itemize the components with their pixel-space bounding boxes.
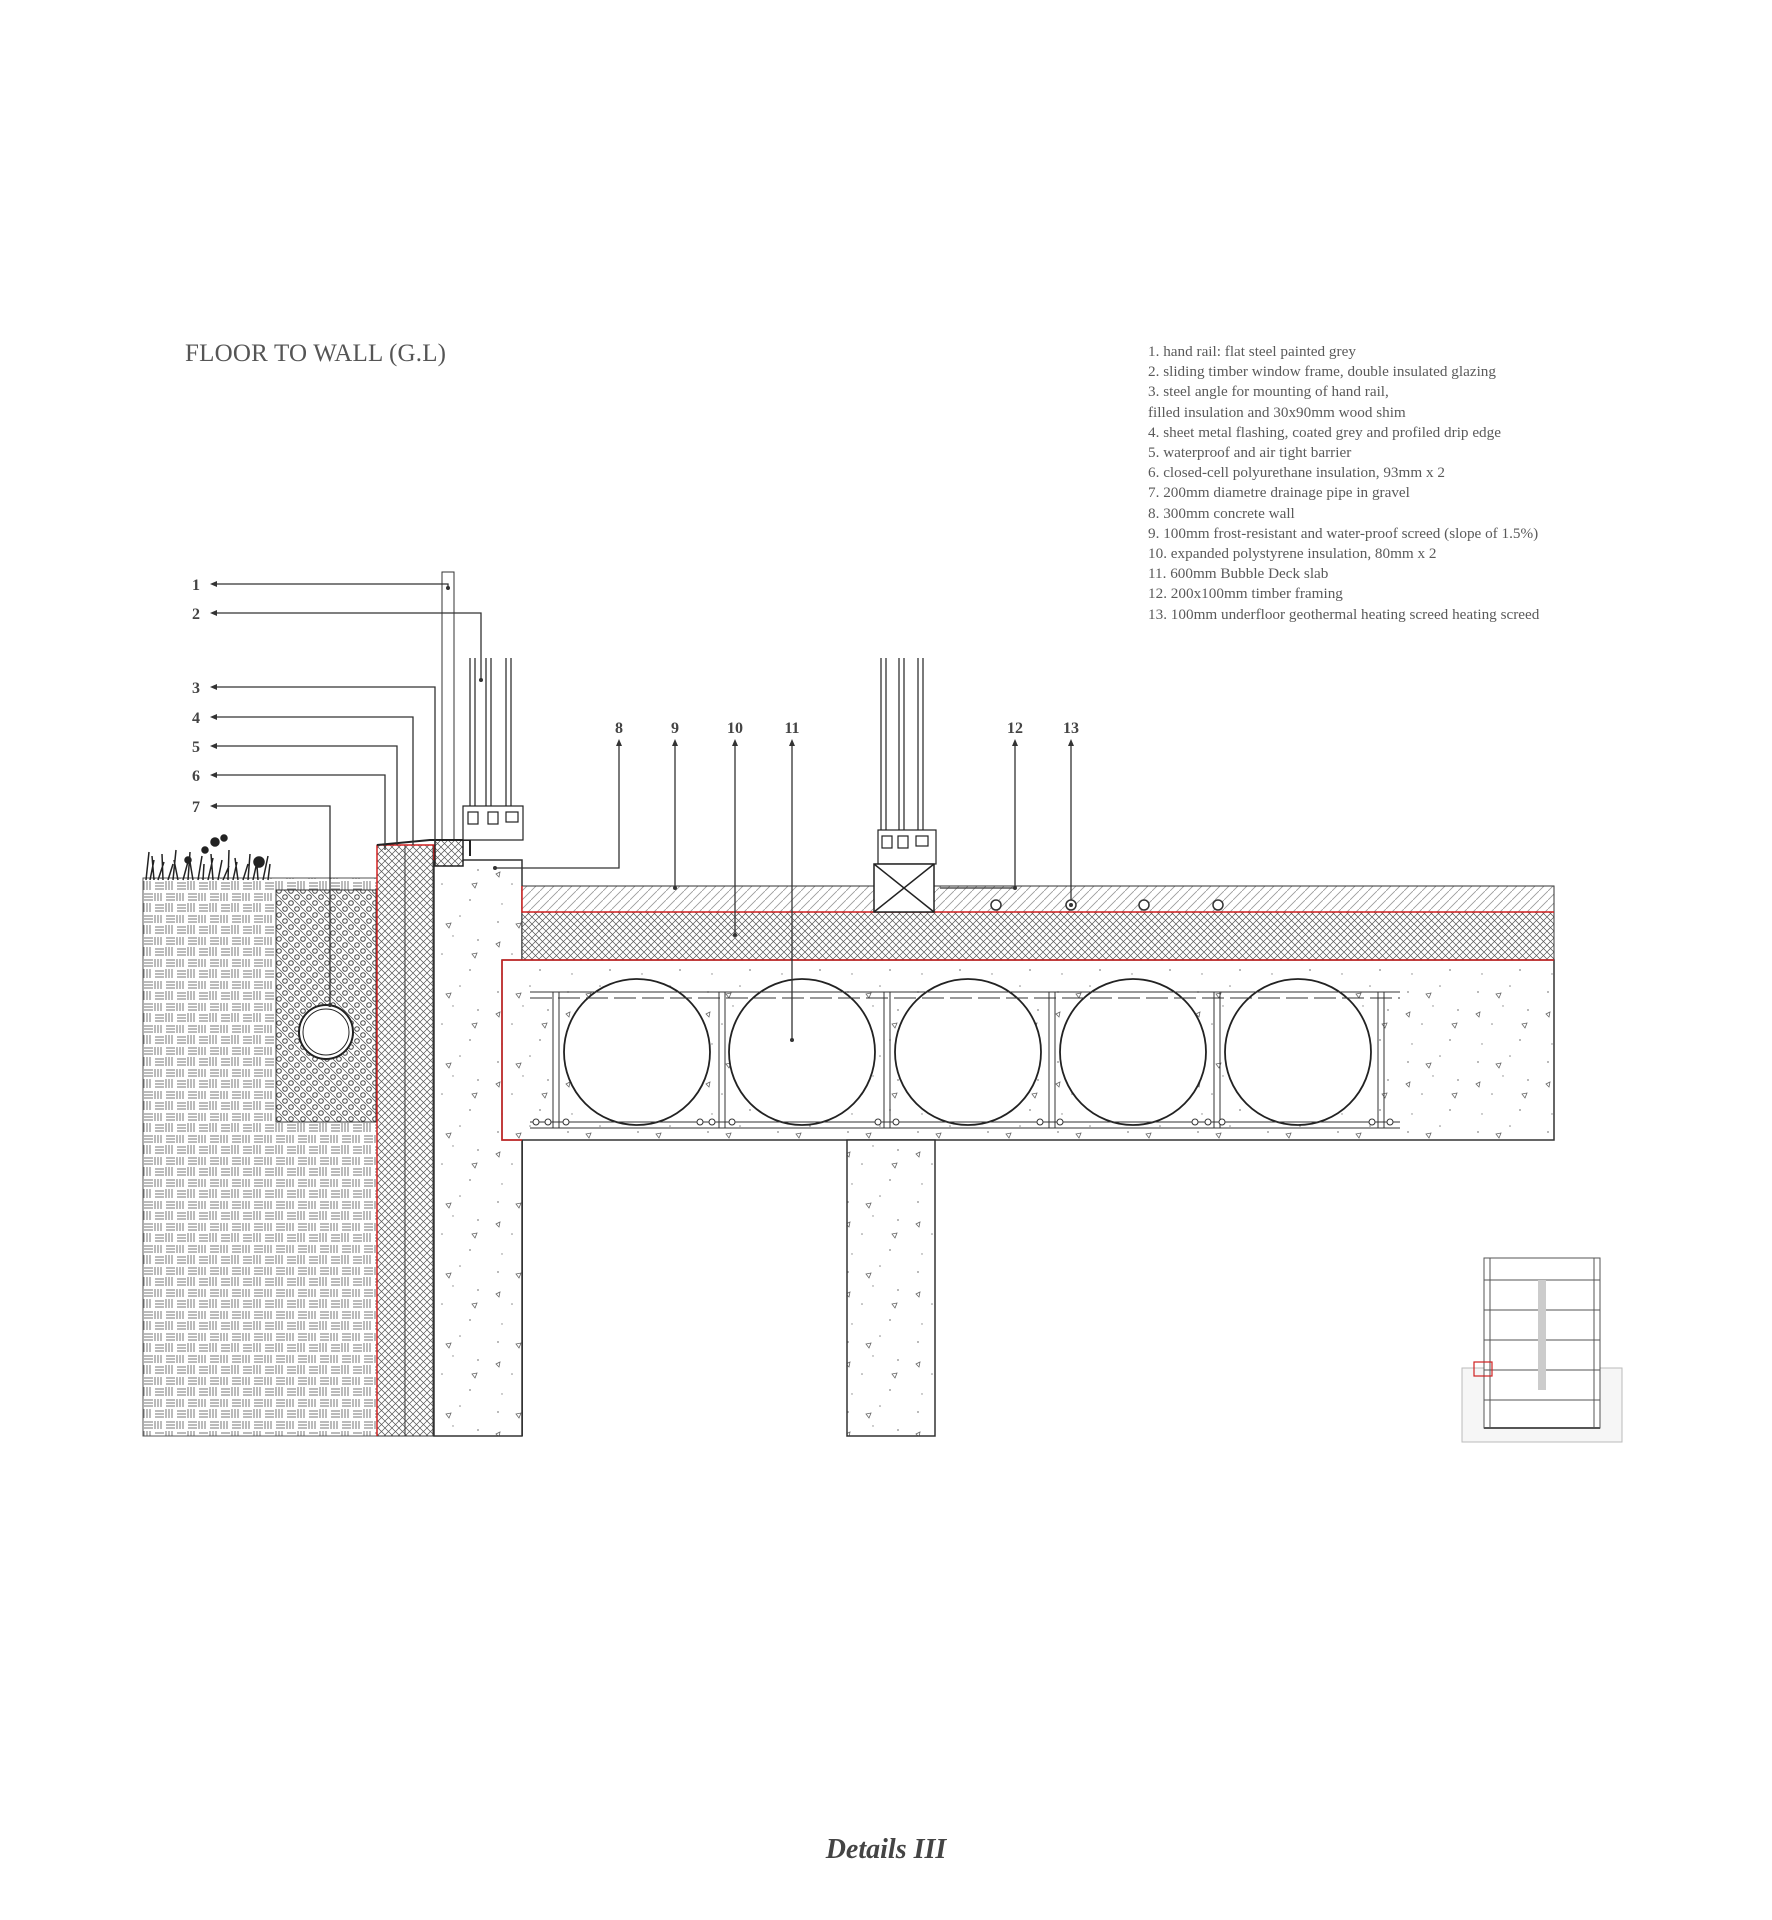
rebar-dots	[532, 1118, 1394, 1126]
legend-item: 12. 200x100mm timber framing	[1148, 585, 1343, 603]
legend-item: 8. 300mm concrete wall	[1148, 504, 1295, 522]
callout-6: 6	[192, 768, 200, 785]
drainage-pipe	[298, 1004, 354, 1060]
callout-10: 10	[727, 720, 743, 737]
callout-9: 9	[671, 720, 679, 737]
callout-leaders-top	[495, 745, 1072, 1040]
legend-item: 13. 100mm underfloor geothermal heating …	[1148, 605, 1540, 623]
screed-layer	[521, 885, 1555, 913]
callout-arrows-left	[210, 581, 217, 809]
callout-7: 7	[192, 799, 200, 816]
callout-12: 12	[1007, 720, 1023, 737]
key-plan-thumbnail	[1461, 1257, 1623, 1443]
window-frame-left	[462, 658, 524, 841]
legend-list: 1. hand rail: flat steel painted grey 2.…	[1148, 342, 1539, 625]
vegetation	[145, 834, 271, 881]
window-frame-right	[877, 658, 937, 865]
legend-item: 6. closed-cell polyurethane insulation, …	[1148, 464, 1445, 482]
callout-13: 13	[1063, 720, 1079, 737]
callout-numbers: 1 2 3 4 5 6 7 8 9 10 11 12 13	[192, 577, 1079, 816]
legend-item: 10. expanded polystyrene insulation, 80m…	[1148, 545, 1437, 563]
legend-item: 2. sliding timber window frame, double i…	[1148, 363, 1496, 381]
legend-item: 4. sheet metal flashing, coated grey and…	[1148, 423, 1501, 441]
legend-item: 9. 100mm frost-resistant and water-proof…	[1148, 524, 1539, 542]
concrete-column	[846, 1139, 936, 1437]
legend-item: 11. 600mm Bubble Deck slab	[1148, 565, 1329, 583]
timber-framing	[873, 863, 935, 913]
eps-insulation	[521, 911, 1555, 961]
legend-item: 1. hand rail: flat steel painted grey	[1148, 343, 1356, 360]
callout-11: 11	[784, 720, 799, 737]
legend-item: 3. steel angle for mounting of hand rail…	[1148, 383, 1389, 401]
legend-item: filled insulation and 30x90mm wood shim	[1148, 403, 1406, 421]
callout-1: 1	[192, 577, 200, 594]
callout-3: 3	[192, 680, 200, 697]
callout-2: 2	[192, 606, 200, 623]
callout-arrows-top	[616, 739, 1074, 746]
sheet-flashing	[376, 839, 471, 856]
legend-item: 5. waterproof and air tight barrier	[1148, 444, 1352, 462]
callout-dots	[328, 586, 1073, 1042]
drawing-title: FLOOR TO WALL (G.L)	[185, 340, 447, 367]
page-footer: Details III	[825, 1834, 947, 1865]
concrete-wall	[433, 859, 523, 1437]
callout-5: 5	[192, 739, 200, 756]
callout-8: 8	[615, 720, 623, 737]
steel-angle	[434, 839, 464, 867]
bubble-voids	[563, 978, 1372, 1126]
rebar-cage	[530, 991, 1400, 1129]
callout-4: 4	[192, 710, 200, 727]
legend-item: 7. 200mm diametre drainage pipe in grave…	[1148, 484, 1410, 502]
